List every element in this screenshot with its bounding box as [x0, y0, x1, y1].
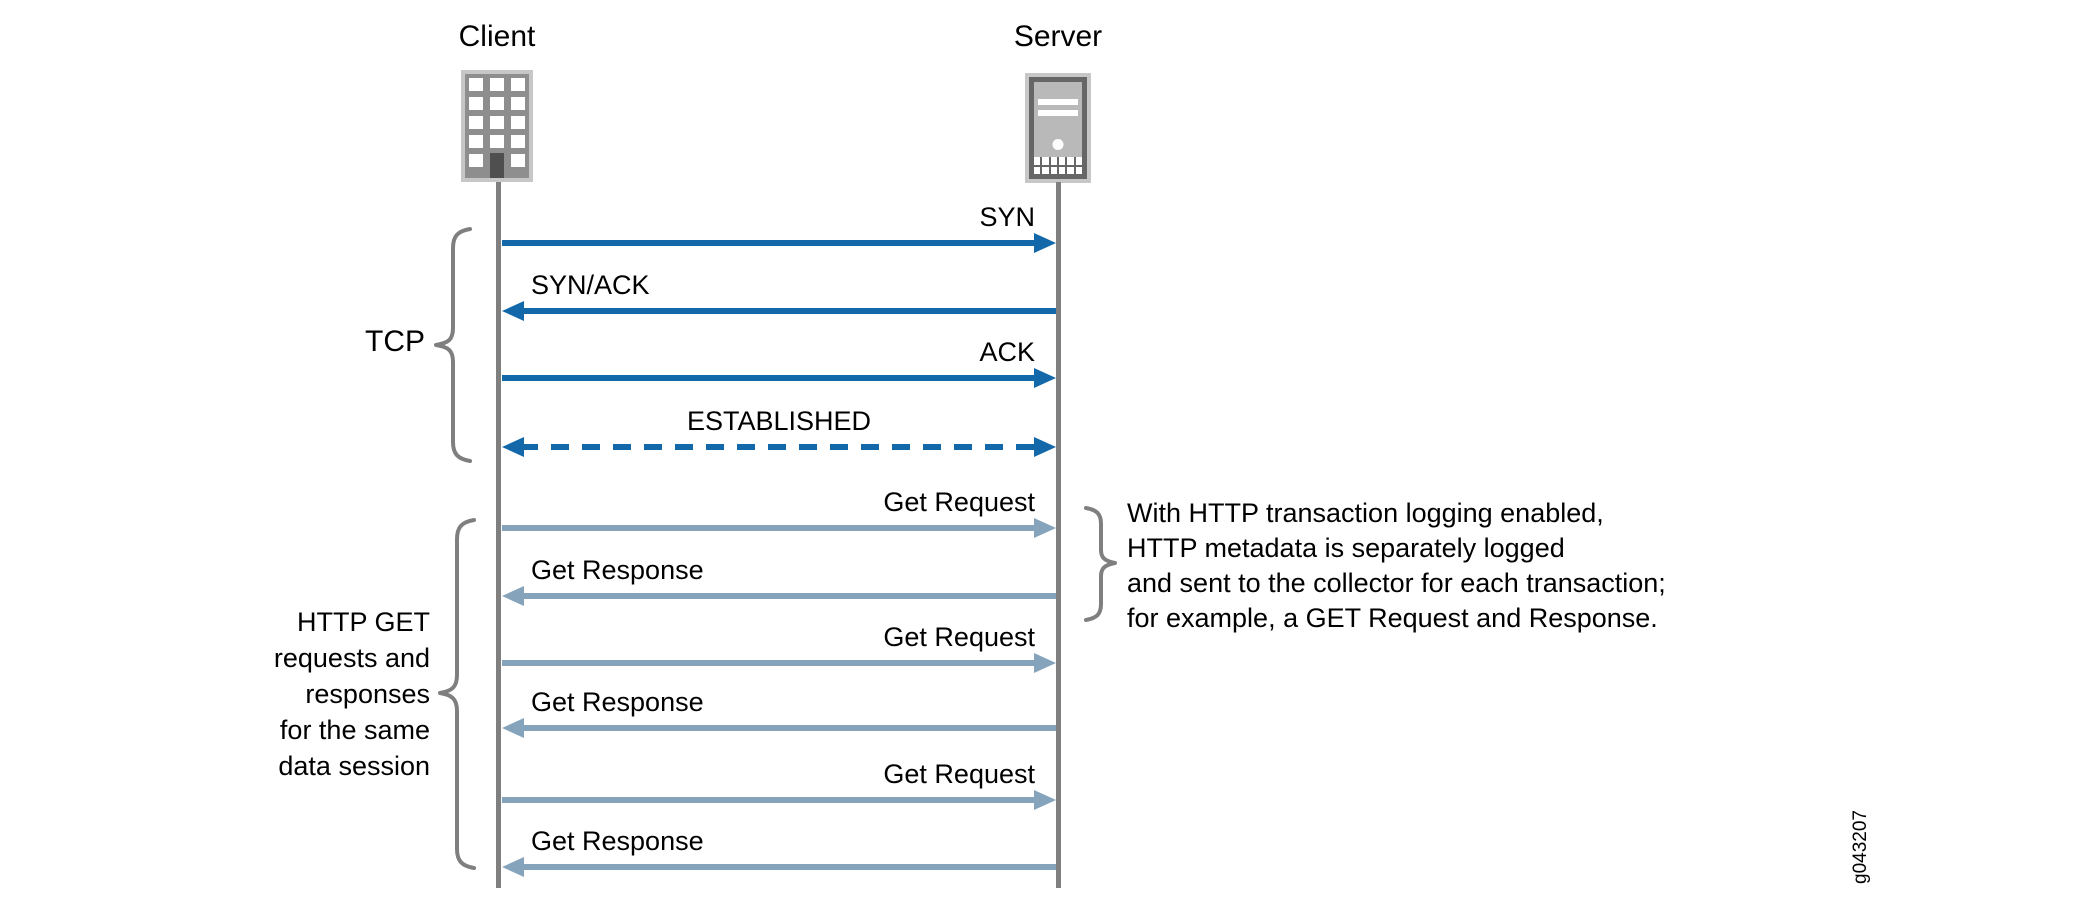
arrow-double-dashed-icon [502, 437, 1056, 457]
arrow-right-icon [502, 653, 1056, 673]
http-group-label-line: for the same [279, 715, 430, 745]
arrow-right-icon [502, 790, 1056, 810]
server-tower-icon [1025, 73, 1091, 183]
arrow-left-icon [502, 857, 1056, 877]
message-label-get-request: Get Request [883, 622, 1035, 652]
arrow-right-icon [502, 368, 1056, 388]
figure-id: g043207 [1850, 810, 1871, 884]
http-brace-icon [438, 518, 476, 870]
building-windows [469, 78, 525, 167]
message-label-syn-ack: SYN/ACK [531, 270, 650, 300]
tcp-group-label: TCP [365, 325, 425, 358]
annotation-line: and sent to the collector for each trans… [1127, 568, 1666, 598]
message-label-get-request: Get Request [883, 759, 1035, 789]
server-frame [1029, 77, 1087, 179]
annotation-line: With HTTP transaction logging enabled, [1127, 498, 1604, 528]
server-vents [1034, 157, 1082, 174]
http-group-label-line: requests and [273, 643, 430, 673]
http-group-label-line: HTTP GET [296, 607, 430, 637]
server-panel [1034, 82, 1082, 157]
arrow-left-icon [502, 718, 1056, 738]
server-drive-bay [1038, 99, 1078, 105]
server-title: Server [1013, 20, 1103, 53]
arrow-left-icon [502, 586, 1056, 606]
building-icon [461, 70, 533, 182]
message-label-ack: ACK [979, 337, 1035, 367]
server-drive-bay [1038, 110, 1078, 116]
client-lifeline [496, 182, 501, 888]
http-logging-annotation: With HTTP transaction logging enabled, H… [1127, 496, 1666, 636]
message-label-get-response: Get Response [531, 826, 704, 856]
server-power-button [1052, 139, 1064, 150]
annotation-brace-icon [1084, 506, 1117, 622]
arrow-left-icon [502, 301, 1056, 321]
tcp-brace-icon [434, 227, 472, 463]
http-group-label-line: data session [278, 751, 430, 781]
annotation-line: HTTP metadata is separately logged [1127, 533, 1565, 563]
message-label-get-response: Get Response [531, 687, 704, 717]
message-label-get-response: Get Response [531, 555, 704, 585]
client-title: Client [458, 20, 536, 53]
message-label-established: ESTABLISHED [686, 406, 872, 436]
building-door [490, 153, 504, 178]
arrow-right-icon [502, 233, 1056, 253]
http-group-label-line: responses [305, 679, 430, 709]
http-group-label: HTTP GET requests and responses for the … [130, 604, 430, 784]
server-lifeline [1056, 182, 1061, 888]
annotation-line: for example, a GET Request and Response. [1127, 603, 1658, 633]
arrow-right-icon [502, 518, 1056, 538]
message-label-syn: SYN [979, 202, 1035, 232]
message-label-get-request: Get Request [883, 487, 1035, 517]
